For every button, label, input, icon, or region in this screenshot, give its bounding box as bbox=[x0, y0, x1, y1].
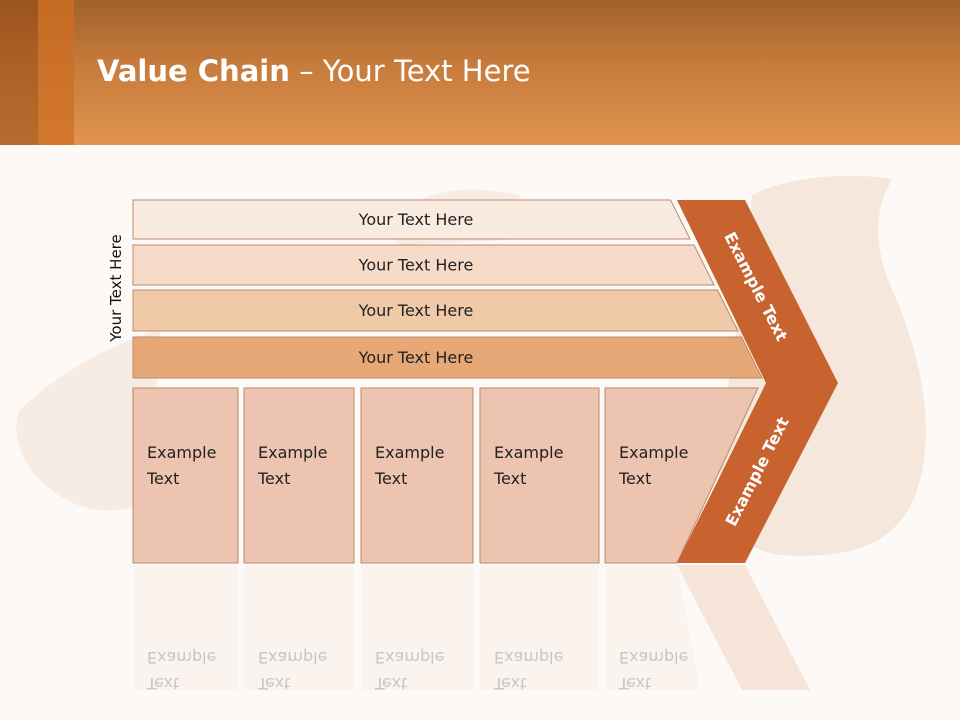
activity-box-line1: Example bbox=[494, 443, 563, 462]
activity-box-reflection-text: Example bbox=[375, 648, 444, 667]
title-bold: Value Chain bbox=[97, 54, 290, 88]
activity-box-reflection-text: Example bbox=[147, 648, 216, 667]
activity-box-reflection-text: Example bbox=[258, 648, 327, 667]
activity-box bbox=[479, 387, 600, 564]
vertical-axis-label: Your Text Here bbox=[107, 234, 125, 342]
activity-box-reflection-text: Text bbox=[146, 674, 179, 693]
value-chain-row bbox=[132, 199, 691, 240]
activity-box-reflection-text: Text bbox=[493, 674, 526, 693]
arrow-bottom-segment bbox=[677, 383, 838, 563]
activity-box-reflection-text: Text bbox=[374, 674, 407, 693]
value-chain-row-label: Your Text Here bbox=[358, 348, 474, 367]
activity-box-line1: Example bbox=[375, 443, 444, 462]
activity-box-reflection bbox=[361, 565, 473, 690]
activity-box-line2: Text bbox=[146, 469, 179, 488]
activity-box-line2: Text bbox=[374, 469, 407, 488]
arrow-top-segment bbox=[677, 200, 838, 383]
header-banner: Value Chain – Your Text Here bbox=[0, 0, 960, 145]
arrow-reflection bbox=[677, 565, 810, 690]
activity-box-reflection bbox=[133, 565, 238, 690]
header-accent-dark bbox=[0, 0, 38, 145]
activity-box-line2: Text bbox=[493, 469, 526, 488]
activity-box-reflection bbox=[480, 565, 599, 690]
activity-box-line2: Text bbox=[257, 469, 290, 488]
value-chain-row bbox=[132, 289, 739, 332]
activity-box bbox=[243, 387, 355, 564]
activity-box bbox=[132, 387, 239, 564]
value-chain-row-label: Your Text Here bbox=[358, 210, 474, 229]
activity-box-reflection-text: Text bbox=[257, 674, 290, 693]
slide-title: Value Chain – Your Text Here bbox=[97, 54, 531, 88]
value-chain-row bbox=[132, 336, 763, 379]
activity-box-reflection-text: Example bbox=[494, 648, 563, 667]
activity-box-reflection bbox=[605, 565, 700, 690]
activity-box-reflection-text: Example bbox=[619, 648, 688, 667]
title-rest: – Your Text Here bbox=[289, 54, 531, 88]
activity-box-line1: Example bbox=[258, 443, 327, 462]
value-chain-row-label: Your Text Here bbox=[358, 256, 474, 275]
activity-box-reflection bbox=[244, 565, 354, 690]
header-accent-light bbox=[38, 0, 74, 145]
activity-box-reflection-text: Text bbox=[618, 674, 651, 693]
activity-box-line2: Text bbox=[618, 469, 651, 488]
value-chain-row-label: Your Text Here bbox=[358, 301, 474, 320]
activity-box-line1: Example bbox=[147, 443, 216, 462]
activity-box-line1: Example bbox=[619, 443, 688, 462]
activity-box bbox=[360, 387, 474, 564]
value-chain-row bbox=[132, 244, 715, 286]
